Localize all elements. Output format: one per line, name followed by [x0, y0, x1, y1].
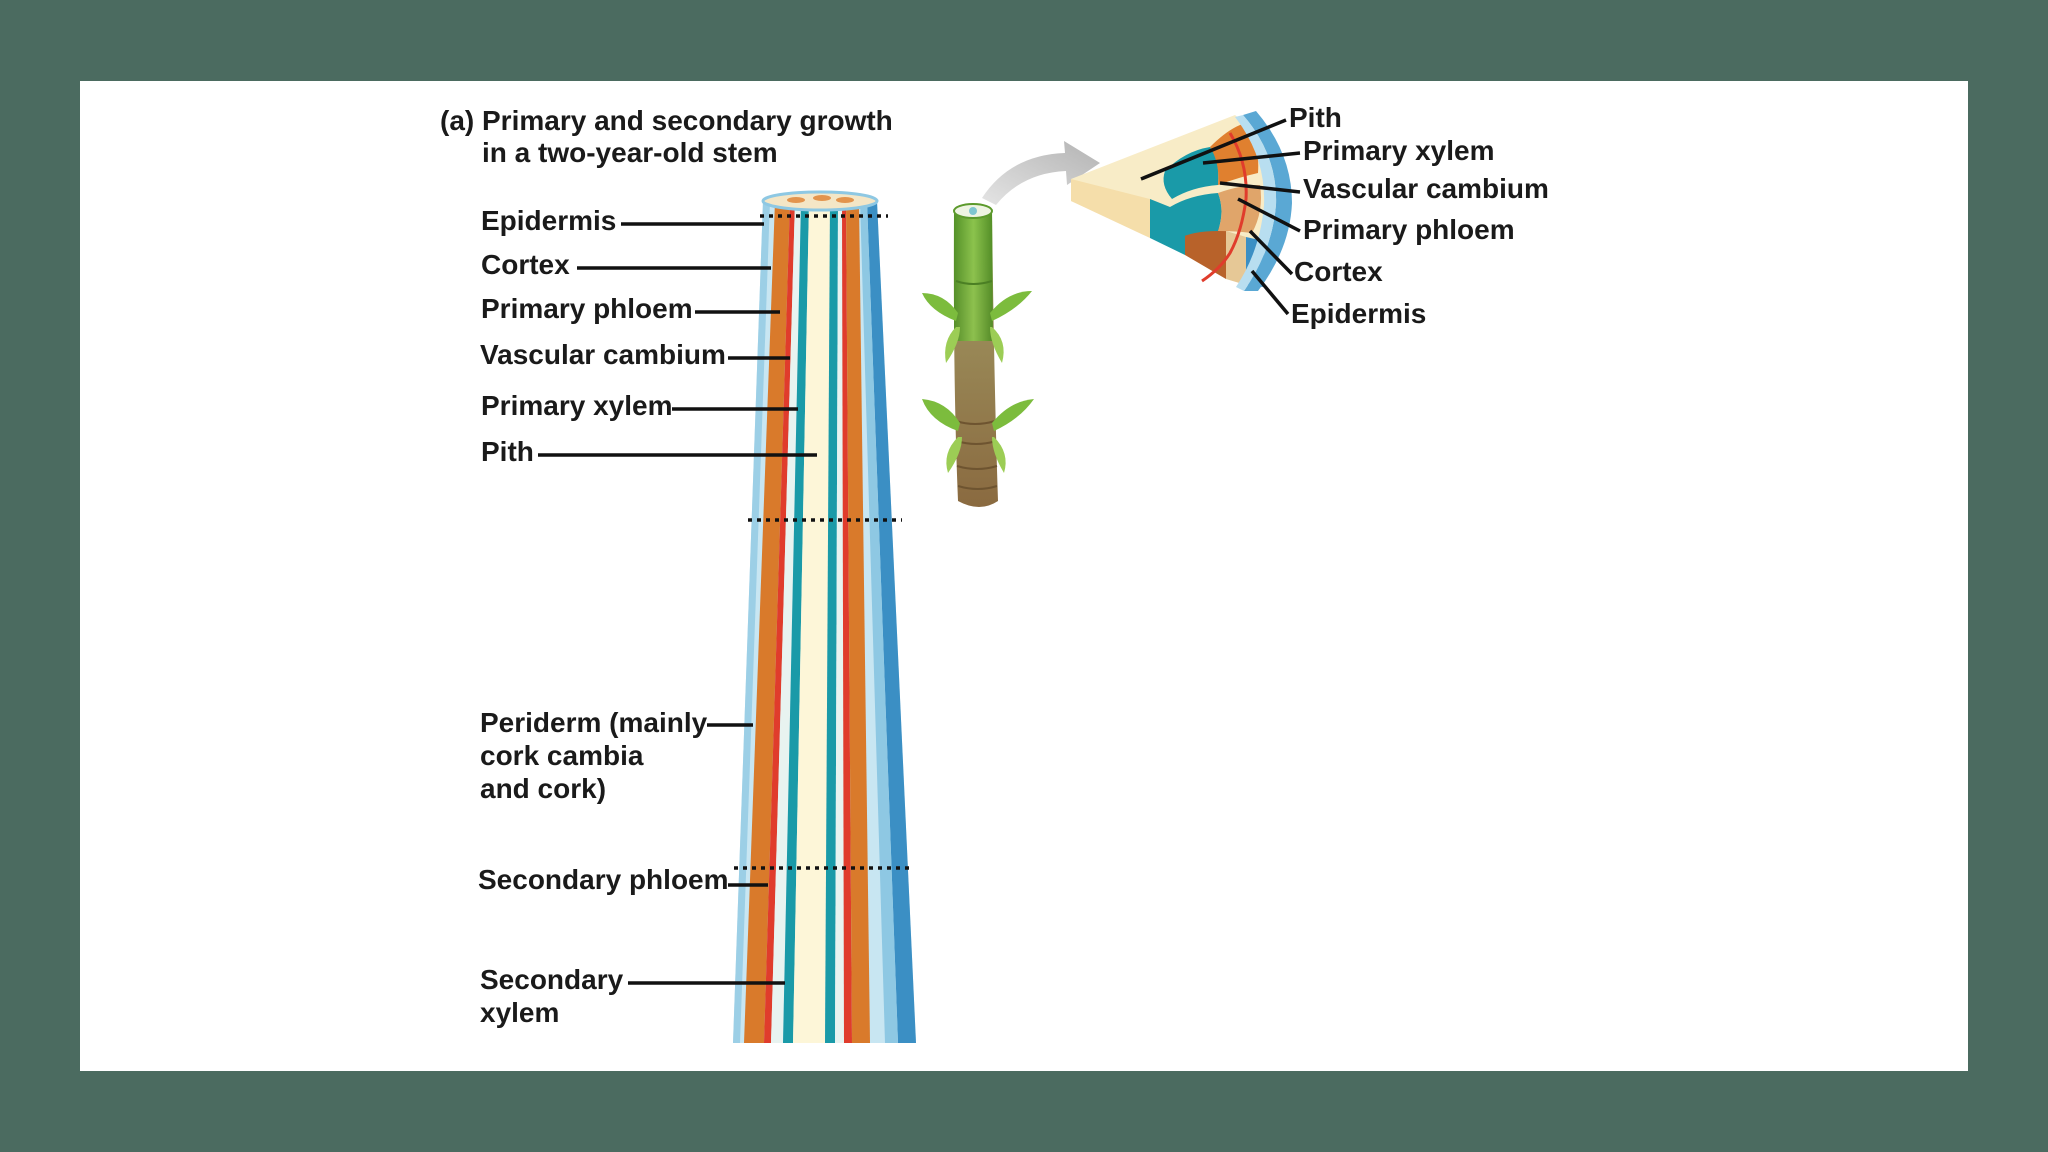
wedge-phloem-cap-lower [1218, 185, 1261, 233]
label-cortex: Cortex [481, 249, 570, 280]
label-secondary-phloem: Secondary phloem [478, 864, 729, 895]
wedge-front-cortex [1226, 231, 1246, 285]
xylem-gap-left [771, 201, 801, 1043]
epidermis-right [867, 201, 916, 1043]
leader-wedge-primary-phloem [1237, 197, 1301, 233]
wedge-label-primary-phloem: Primary phloem [1303, 214, 1515, 245]
leader-wedge-pith [1140, 118, 1287, 181]
leaf-bud [990, 327, 1004, 363]
slide: (a) Primary and secondary growth in a tw… [80, 81, 1968, 1071]
cambium-left [764, 201, 795, 1043]
xylem-left [783, 201, 809, 1043]
phloem-right [846, 201, 870, 1043]
wedge-phloem-cap [1210, 123, 1259, 185]
label-pith: Pith [481, 436, 534, 467]
wedge-label-primary-xylem: Primary xylem [1303, 135, 1494, 166]
xylem-gap-right [835, 201, 844, 1043]
leader-wedge-primary-xylem [1202, 151, 1301, 165]
label-periderm-line3: and cork) [480, 773, 606, 804]
top-phloem-spot [813, 195, 831, 201]
xylem-right [825, 201, 838, 1043]
bark-ring [956, 465, 998, 470]
label-periderm-line2: cork cambia [480, 740, 644, 771]
leaf-bud [922, 399, 960, 431]
label-primary-xylem: Primary xylem [481, 390, 672, 421]
epidermis-left [733, 201, 770, 1043]
twig-top-vascular [969, 207, 977, 215]
leader-wedge-cortex [1248, 229, 1294, 276]
leaf-bud [992, 399, 1034, 431]
cambium-right [842, 201, 852, 1043]
figure-title-line2: in a two-year-old stem [482, 137, 778, 168]
wedge-xylem-bundle [1163, 147, 1219, 199]
twig-green-upper [954, 211, 993, 341]
top-phloem-spot [787, 197, 805, 203]
leaf-bud [946, 437, 962, 473]
wedge-label-cortex: Cortex [1294, 256, 1383, 287]
leaf-bud [992, 437, 1006, 473]
label-vascular-cambium: Vascular cambium [480, 339, 726, 370]
pith-band [793, 201, 830, 1043]
top-phloem-spot [836, 197, 854, 203]
stem-longitudinal-section [733, 190, 916, 1043]
figure-title-line1: Primary and secondary growth [482, 105, 893, 136]
leaf-bud [922, 293, 958, 321]
cortex-right-light [860, 201, 898, 1043]
zoom-arrow [982, 141, 1100, 205]
bark-ring [957, 485, 998, 490]
label-primary-phloem: Primary phloem [481, 293, 693, 324]
panel-letter: (a) [440, 105, 474, 136]
wedge-xylem-bundle-lower [1169, 193, 1222, 239]
label-periderm-line1: Periderm (mainly [480, 707, 708, 738]
leaf-bud [990, 291, 1032, 321]
wedge-label-vascular-cambium: Vascular cambium [1303, 173, 1549, 204]
phloem-left [744, 201, 790, 1043]
label-secondary-xylem-line1: Secondary [480, 964, 624, 995]
node-ring [955, 280, 993, 285]
wedge-cross-section [1071, 111, 1292, 291]
wedge-label-epidermis: Epidermis [1291, 298, 1426, 329]
wedge-cambium-line [1201, 132, 1248, 283]
twig-illustration [922, 203, 1034, 507]
stem-growth-diagram: (a) Primary and secondary growth in a tw… [440, 102, 1549, 1043]
label-epidermis: Epidermis [481, 205, 616, 236]
wedge-label-pith: Pith [1289, 102, 1342, 133]
leader-wedge-vascular-cambium [1219, 181, 1301, 194]
zoom-arrow-shape [982, 141, 1100, 205]
leader-wedge-epidermis [1250, 269, 1290, 316]
stem-top-cut-face [761, 190, 879, 212]
label-secondary-xylem-line2: xylem [480, 997, 559, 1028]
leaf-bud [945, 327, 960, 363]
wedge-front-pith [1071, 179, 1150, 238]
